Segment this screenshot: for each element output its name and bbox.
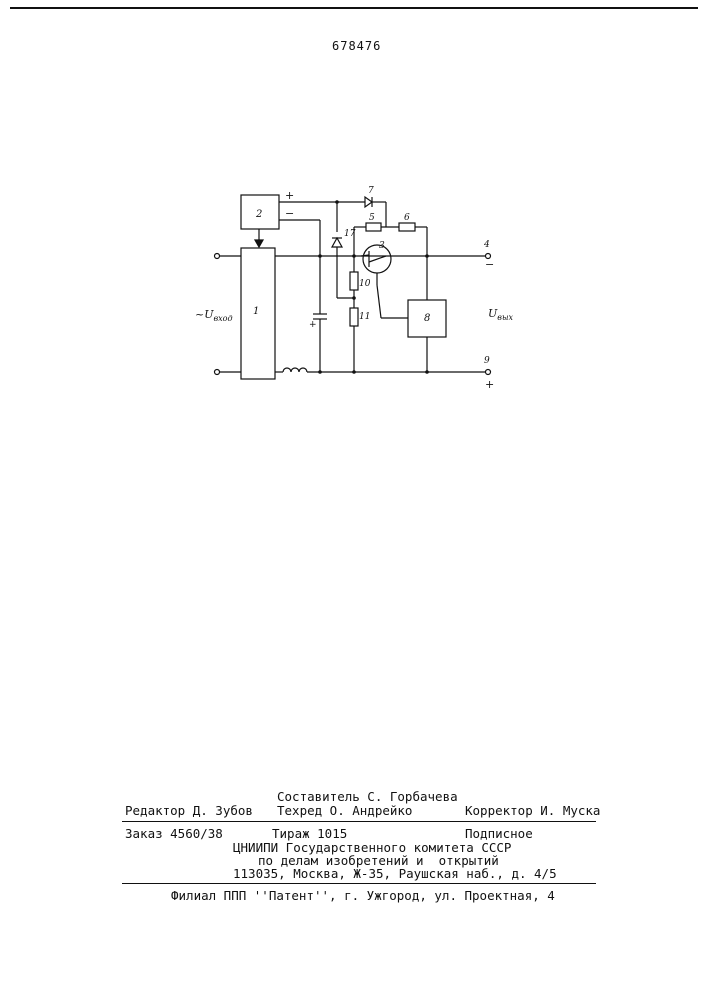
order-line: Заказ 4560/38 (125, 826, 223, 841)
resistor-10 (350, 272, 358, 290)
choke-inductor (283, 368, 307, 372)
subscription-line: Подписное (465, 826, 533, 841)
label-diode-7: 7 (368, 186, 374, 196)
label-terminal-4: 4 (483, 240, 490, 250)
resistor-5 (366, 223, 381, 231)
corrector-line: Корректор И. Муска (465, 803, 600, 818)
label-transistor-3: 3 (379, 241, 385, 251)
polarity-b2-minus: − (285, 207, 294, 220)
circulation-line: Тираж 1015 (272, 826, 347, 841)
label-diode-17: 17 (344, 229, 356, 239)
control-arrow-head (255, 240, 263, 247)
label-block-8: 8 (424, 313, 430, 324)
label-resistor-6: 6 (404, 213, 410, 223)
resistor-11 (350, 308, 358, 326)
diode-7 (365, 197, 372, 207)
polarity-cap-plus: + (309, 320, 317, 330)
resistor-6 (399, 223, 415, 231)
label-resistor-10: 10 (359, 279, 371, 289)
imprint-rule-1 (122, 821, 596, 822)
label-block-1: 1 (253, 306, 259, 317)
compiler-line: Составитель С. Горбачева (277, 789, 458, 804)
diode-17 (332, 238, 342, 247)
input-terminal-bottom (215, 370, 220, 375)
circuit-schematic: 2 1 8 7 5 6 3 17 10 11 4 9 + − + − + ~Uв… (0, 0, 707, 420)
transistor-emitter (369, 256, 386, 262)
polarity-out-minus: − (485, 258, 494, 271)
input-terminal-top (215, 254, 220, 259)
label-resistor-5: 5 (369, 213, 375, 223)
editor-line: Редактор Д. Зубов (125, 803, 253, 818)
branch-line: Филиал ППП ''Патент'', г. Ужгород, ул. П… (171, 888, 555, 903)
polarity-b2-plus: + (285, 189, 294, 202)
imprint-rule-2 (122, 883, 596, 884)
input-voltage-label: ~Uвход (195, 308, 233, 323)
label-terminal-9: 9 (484, 356, 490, 366)
output-voltage-label: Uвых (488, 307, 513, 322)
label-block-2: 2 (255, 209, 262, 220)
polarity-out-plus: + (485, 378, 494, 391)
transistor-to-block8 (377, 285, 381, 318)
label-resistor-11: 11 (359, 312, 370, 322)
address-line: 113035, Москва, Ж-35, Раушская наб., д. … (233, 866, 557, 881)
output-terminal-9 (486, 370, 491, 375)
techred-line: Техред О. Андрейко (277, 803, 412, 818)
